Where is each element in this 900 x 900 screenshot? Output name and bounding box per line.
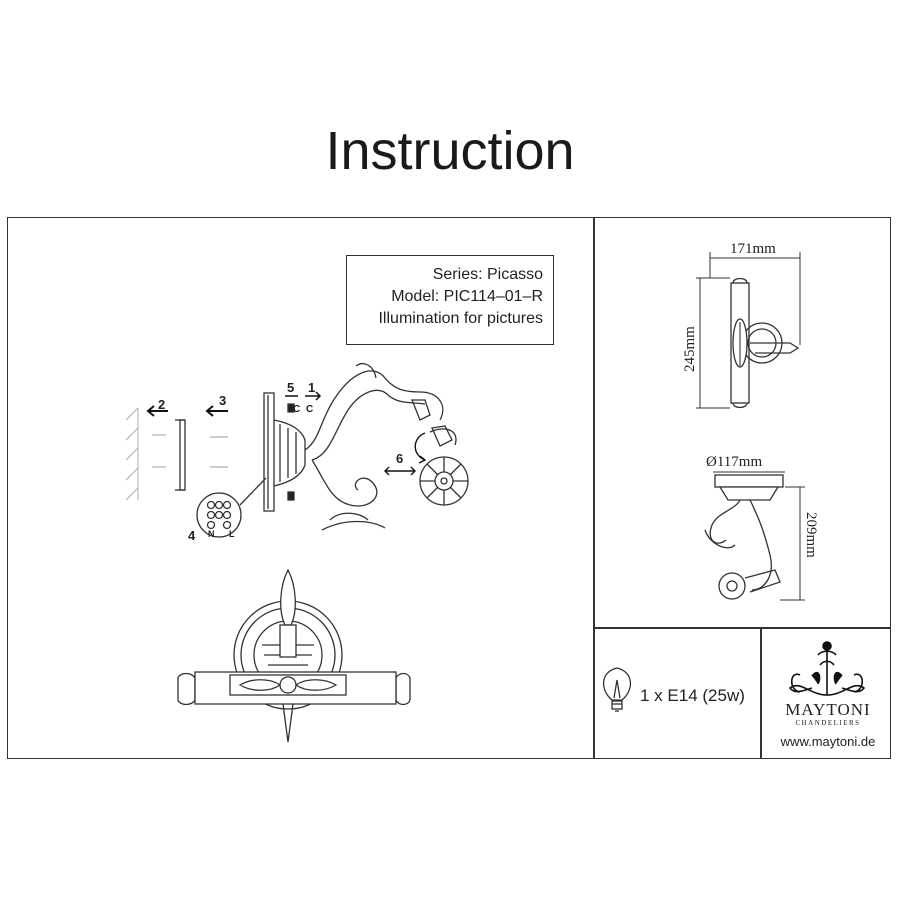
- mounting-bar: [179, 419, 186, 491]
- divider-footer: [760, 627, 762, 759]
- divider-vertical: [593, 217, 595, 759]
- series-text: Series: Picasso: [432, 266, 543, 283]
- step-3: 3: [219, 393, 226, 408]
- wall-hatch: [125, 407, 139, 501]
- dim-side-depth: 209mm: [803, 512, 819, 558]
- bracket-mark-c2: C: [306, 404, 313, 415]
- screw-anchors: [152, 434, 228, 468]
- rosette-side: [419, 456, 469, 506]
- bracket-mark-c1: C: [293, 404, 300, 415]
- rotate-arrow-icon: [384, 432, 427, 476]
- bulb-icon: [602, 667, 632, 712]
- step-5: 5: [287, 380, 294, 395]
- dim-side-diameter: Ø117mm: [706, 454, 762, 470]
- product-info-box: Series: Picasso Model: PIC114–01–R Illum…: [346, 255, 554, 345]
- dimension-front: [696, 252, 801, 409]
- terminal-block: [196, 477, 267, 538]
- terminal-l: L: [229, 529, 235, 539]
- lamp-front-small: [730, 277, 800, 409]
- divider-horizontal: [593, 627, 891, 629]
- maytoni-logo-ornament: [788, 641, 866, 696]
- step-2: 2: [158, 397, 165, 412]
- step-1: 1: [308, 380, 315, 395]
- lamp-front-view: [177, 568, 411, 743]
- brand-url[interactable]: www.maytoni.de: [780, 734, 876, 749]
- dim-front-height: 245mm: [682, 326, 698, 372]
- model-text: Model: PIC114–01–R: [391, 288, 543, 305]
- dim-front-width: 171mm: [730, 241, 776, 257]
- arrow-left-icon: [146, 405, 228, 417]
- page-title: Instruction: [325, 121, 575, 181]
- terminal-n: N: [208, 529, 215, 539]
- dimension-side: [713, 471, 805, 601]
- lamp-arm-side: [304, 363, 457, 531]
- wall-canopy: [263, 392, 306, 512]
- step-arrows: [285, 391, 322, 401]
- brand-name: MAYTONI: [785, 700, 871, 719]
- brand-tagline: CHANDELIERS: [795, 719, 861, 727]
- lamp-side-small: [704, 474, 784, 600]
- purpose-text: Illumination for pictures: [378, 310, 543, 327]
- instruction-frame: [7, 217, 891, 759]
- step-6: 6: [396, 451, 403, 466]
- step-4: 4: [188, 528, 196, 543]
- bulb-spec: 1 x E14 (25w): [640, 686, 745, 705]
